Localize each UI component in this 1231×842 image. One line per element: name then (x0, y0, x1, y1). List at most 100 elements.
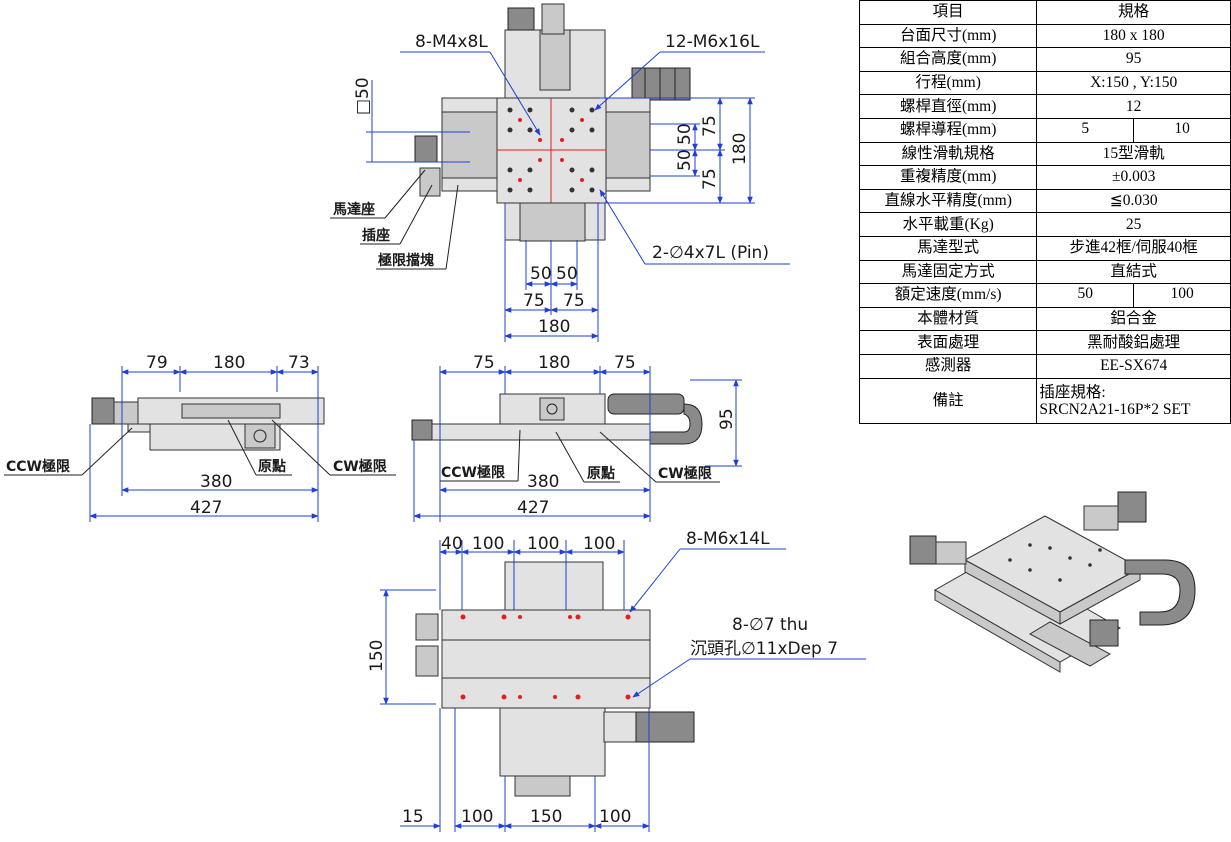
spec-row: 組合高度(mm)95 (858, 47, 1231, 72)
bottom-callout-thru: 8-∅7 thu (732, 615, 808, 635)
side-dim-427: 427 (517, 498, 549, 518)
label-limit-block: 極限擋塊 (378, 252, 434, 269)
spec-value-b: 10 (1133, 118, 1230, 142)
spec-row: 重複精度(mm)±0.003 (858, 165, 1231, 190)
iso-table-holes (1008, 543, 1102, 582)
dim-bottom-180: 180 (538, 317, 570, 337)
side-dim-75a: 75 (473, 353, 495, 373)
dim-right-50b: 50 (675, 149, 695, 171)
front-dim-180: 180 (213, 353, 245, 373)
bottom-view: 40 100 100 100 8-M6x14L 8-∅7 thu 沉頭孔∅11x… (367, 529, 866, 832)
spec-row: 馬達型式步進42框/伺服40框 (858, 235, 1231, 261)
spec-note-key: 備註 (858, 377, 1038, 424)
front-label-ccw: CCW極限 (6, 458, 70, 475)
bottom-cable-chain (635, 711, 695, 743)
front-label-cw: CW極限 (333, 458, 387, 475)
bottom-dim-150h: 150 (530, 807, 562, 827)
y-motor-cap (541, 3, 565, 35)
spec-header-spec: 規格 (1036, 0, 1231, 25)
x-rail-end (597, 111, 651, 179)
bottom-side-block (603, 711, 637, 743)
bottom-dim-100b: 100 (527, 534, 559, 554)
side-view: 75 180 75 95 CCW極限 原點 CW極限 380 427 (411, 353, 742, 522)
side-dim-180: 180 (538, 353, 570, 373)
side-label-ccw: CCW極限 (441, 464, 505, 481)
spec-value: ±0.003 (1036, 165, 1231, 190)
spec-row: 台面尺寸(mm)180 x 180 (858, 23, 1231, 49)
side-label-cw: CW極限 (658, 465, 712, 482)
spec-key: 馬達固定方式 (858, 259, 1038, 285)
bottom-base-plate (441, 609, 651, 709)
front-view: 79 180 73 CCW極限 原點 CW極限 380 427 (4, 353, 396, 522)
isometric-view (909, 491, 1196, 673)
spec-value: 25 (1036, 212, 1231, 237)
spec-note-line2: SRCN2A21-16P*2 SET (1039, 400, 1191, 418)
iso-motor-bottom (1089, 619, 1119, 647)
spec-row: 馬達固定方式直結式 (858, 259, 1231, 285)
x-motor-mount (441, 111, 498, 179)
spec-value: 12 (1036, 94, 1231, 119)
front-limit-ccw (127, 423, 151, 433)
table-holes (507, 107, 595, 193)
bottom-motor-b (415, 645, 439, 677)
side-dim-380: 380 (527, 472, 559, 492)
spec-note-value: 插座規格:SRCN2A21-16P*2 SET (1036, 377, 1231, 424)
dim-bottom-50b: 50 (556, 264, 578, 284)
side-dim-75b: 75 (614, 353, 636, 373)
front-dim-73: 73 (288, 353, 310, 373)
spec-note-row: 備註 插座規格:SRCN2A21-16P*2 SET (858, 377, 1231, 424)
front-label-origin: 原點 (258, 458, 286, 475)
spec-key: 馬達型式 (858, 235, 1038, 261)
x-motor (414, 135, 438, 163)
side-base (431, 423, 651, 441)
label-socket: 插座 (362, 227, 390, 244)
y-lower-block (519, 202, 586, 242)
spec-key: 感測器 (858, 353, 1038, 379)
bottom-dim-150v: 150 (367, 640, 387, 672)
spec-row: 螺桿直徑(mm)12 (858, 94, 1231, 119)
x-socket (419, 167, 441, 197)
side-coupling (539, 397, 565, 421)
spec-value-a: 5 (1081, 119, 1090, 137)
y-motor-coupling (539, 29, 571, 91)
bottom-dim-100a: 100 (472, 534, 504, 554)
spec-key: 螺桿直徑(mm) (858, 94, 1038, 119)
spec-value: 180 x 180 (1036, 23, 1231, 49)
front-dim-380: 380 (200, 472, 232, 492)
bottom-dim-15: 15 (402, 807, 424, 827)
spec-value-a: 50 (1077, 285, 1094, 303)
iso-coupling-left (935, 541, 967, 565)
iso-coupling-right (1083, 505, 1119, 531)
bottom-dim-40: 40 (441, 534, 463, 554)
side-motor (411, 419, 433, 441)
dim-bottom-75a: 75 (523, 291, 545, 311)
bottom-top-block (504, 561, 604, 611)
spec-value: 步進42框/伺服40框 (1036, 235, 1231, 261)
spec-key: 組合高度(mm) (858, 47, 1038, 72)
front-dim-79: 79 (146, 353, 168, 373)
spec-value: 95 (1036, 47, 1231, 72)
side-label-origin: 原點 (587, 465, 615, 482)
spec-value: 黑耐酸鋁處理 (1036, 330, 1231, 355)
front-carriage (181, 403, 281, 419)
spec-header-item: 項目 (858, 0, 1038, 25)
dim-right-50a: 50 (675, 123, 695, 145)
front-motor (91, 397, 115, 425)
spec-value: X:150 , Y:150 (1036, 70, 1231, 96)
spec-value: 直結式 (1036, 259, 1231, 285)
bottom-lower-block (499, 707, 606, 777)
label-motor-mount: 馬達座 (333, 201, 375, 218)
spec-value: 15型滑軌 (1036, 141, 1231, 167)
dim-bottom-50a: 50 (530, 264, 552, 284)
cable-chain-top (631, 67, 691, 101)
spec-note-line1: 插座規格: (1039, 383, 1106, 401)
side-dim-95: 95 (717, 408, 737, 430)
front-coupling (113, 401, 139, 425)
spec-key: 行程(mm) (858, 70, 1038, 96)
bottom-dim-100c: 100 (583, 534, 615, 554)
bottom-callout-counterbore: 沉頭孔∅11xDep 7 (690, 639, 838, 659)
dim-right-75a: 75 (700, 115, 720, 137)
